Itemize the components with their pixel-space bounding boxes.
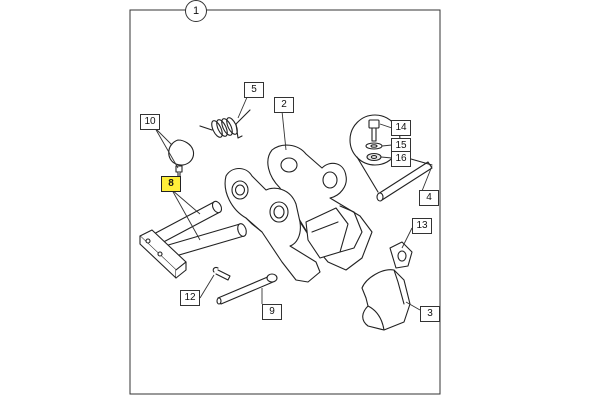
- part-12-split-pin[interactable]: [212, 266, 231, 281]
- part-8-pins-with-plate[interactable]: [139, 200, 248, 279]
- callout-2[interactable]: 2: [274, 97, 294, 113]
- callout-9[interactable]: 9: [262, 304, 282, 320]
- callout-8[interactable]: 8: [161, 176, 181, 192]
- part-16-nut[interactable]: [366, 152, 382, 162]
- callout-14[interactable]: 14: [391, 120, 411, 136]
- part-2-rear-plate[interactable]: [267, 144, 373, 271]
- callout-12[interactable]: 12: [180, 290, 200, 306]
- part-14-bolt[interactable]: [368, 119, 380, 142]
- callout-13[interactable]: 13: [412, 218, 432, 234]
- part-3-pad-block[interactable]: [361, 269, 411, 331]
- leader-2: [281, 110, 287, 151]
- callout-5[interactable]: 5: [244, 82, 264, 98]
- bracket-spacer[interactable]: [305, 207, 349, 259]
- group-number-badge: 1: [185, 0, 207, 22]
- leader-16: [380, 156, 393, 159]
- part-15-washer[interactable]: [365, 142, 383, 150]
- diagram-frame: [129, 9, 441, 395]
- leader-8a: [171, 189, 201, 215]
- leader-13: [401, 227, 413, 249]
- part-13-bushing[interactable]: [389, 241, 413, 269]
- callout-16[interactable]: 16: [391, 151, 411, 167]
- leader-8b: [171, 189, 201, 241]
- part-4-rod[interactable]: [376, 161, 433, 202]
- callout-3[interactable]: 3: [420, 306, 440, 322]
- leader-14: [379, 123, 393, 129]
- leader-10b: [154, 127, 179, 169]
- part-10-retaining-ring[interactable]: [168, 139, 195, 181]
- leader-12: [199, 274, 215, 299]
- leader-10: [154, 127, 173, 146]
- leader-15: [381, 144, 393, 147]
- part-5-torsion-spring[interactable]: [199, 109, 251, 139]
- part-9-long-pin[interactable]: [216, 273, 278, 305]
- leader-5: [237, 94, 249, 119]
- leader-3: [405, 301, 421, 311]
- front-plate[interactable]: [224, 167, 321, 283]
- callout-10[interactable]: 10: [140, 114, 160, 130]
- callout-4[interactable]: 4: [419, 190, 439, 206]
